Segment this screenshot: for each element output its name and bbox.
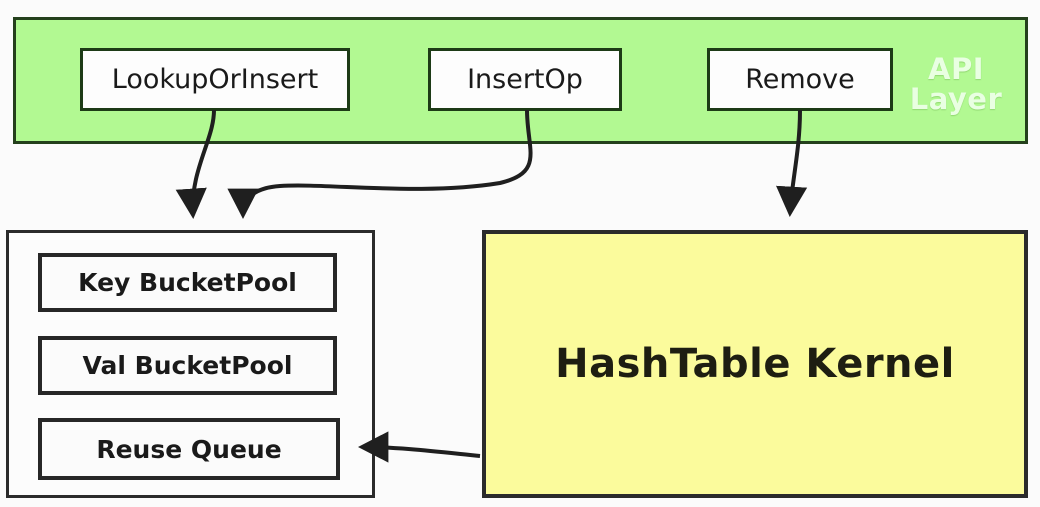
api-operation-label: InsertOp (467, 64, 583, 95)
pool-item-label: Reuse Queue (96, 434, 282, 464)
api-operation-insert-op[interactable]: InsertOp (428, 48, 622, 111)
pool-item-label: Key BucketPool (78, 268, 297, 297)
pool-item-reuse-queue[interactable]: Reuse Queue (38, 418, 340, 480)
pool-item-label: Val BucketPool (82, 351, 293, 380)
hashtable-kernel-label: HashTable Kernel (555, 341, 955, 387)
edge-kernel-to-reuse-queue (357, 431, 481, 463)
api-operation-label: Remove (745, 64, 855, 95)
pool-item-val-bucketpool[interactable]: Val BucketPool (38, 336, 337, 395)
pool-item-key-bucketpool[interactable]: Key BucketPool (38, 253, 337, 312)
api-operation-lookup-or-insert[interactable]: LookupOrInsert (80, 48, 350, 111)
hashtable-kernel-box[interactable]: HashTable Kernel (482, 230, 1028, 498)
api-operation-label: LookupOrInsert (111, 64, 319, 95)
api-operation-remove[interactable]: Remove (707, 48, 893, 111)
api-layer-label: API Layer (909, 52, 1003, 117)
